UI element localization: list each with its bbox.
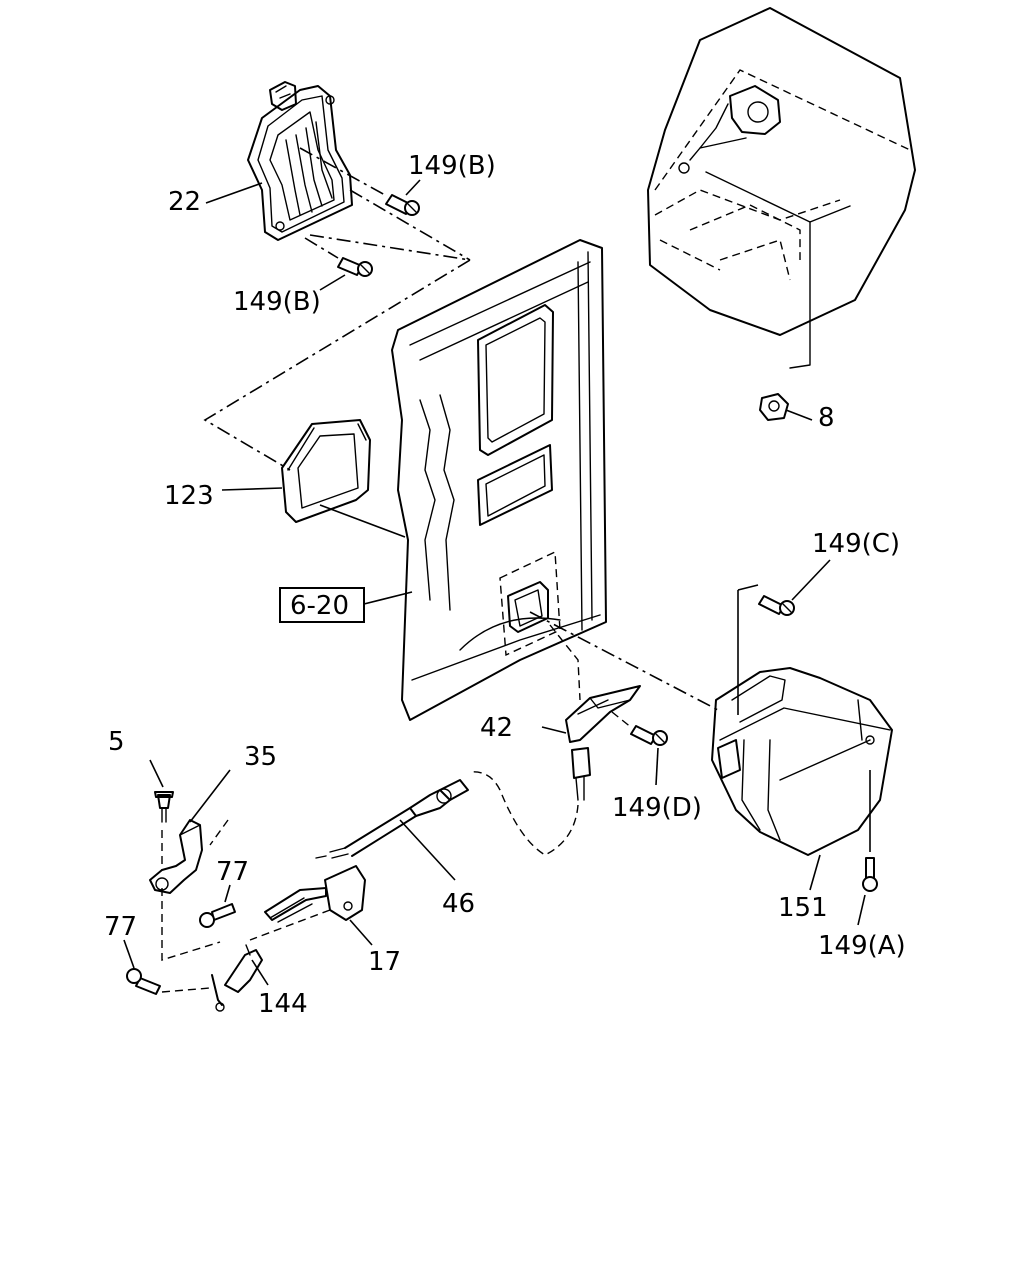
part-22-control-plate (247, 81, 353, 241)
cabin-seat-assembly (647, 7, 916, 369)
part-149d-bolt (630, 725, 668, 746)
part-149b-bolt-top (385, 194, 420, 216)
label-144: 144 (258, 989, 308, 1019)
label-149c: 149(C) (812, 529, 900, 559)
part-149a-bolt (862, 857, 878, 892)
label-149a: 149(A) (818, 931, 906, 961)
part-77-bolt-left (126, 968, 161, 995)
part-17-bracket (264, 865, 366, 923)
label-77-top: 77 (216, 857, 249, 887)
label-149d: 149(D) (612, 793, 702, 823)
label-46: 46 (442, 889, 475, 919)
part-8-grommet (759, 393, 789, 421)
label-8: 8 (818, 403, 835, 433)
label-42: 42 (480, 713, 513, 743)
cable-connector (571, 747, 591, 801)
door-panel (391, 239, 607, 721)
part-46-cable (315, 779, 469, 859)
part-77-bolt-top (199, 903, 236, 928)
label-35: 35 (244, 742, 277, 772)
label-149b-top: 149(B) (408, 151, 496, 181)
part-123-gasket (281, 419, 371, 523)
part-5-clip (154, 791, 174, 823)
label-17: 17 (368, 947, 401, 977)
label-6-20: 6-20 (290, 591, 349, 621)
part-151-cover (711, 667, 893, 856)
part-149c-bolt (758, 595, 795, 616)
part-149b-bolt-bottom (337, 257, 373, 277)
label-151: 151 (778, 893, 828, 923)
label-22: 22 (168, 187, 201, 217)
part-144-linkage (211, 944, 263, 1012)
label-77-left: 77 (104, 912, 137, 942)
label-5: 5 (108, 727, 125, 757)
part-35-lever (149, 819, 203, 894)
ref-box-6-20 (279, 587, 365, 623)
label-123: 123 (164, 481, 214, 511)
part-42-latch (565, 685, 641, 743)
label-149b-bottom: 149(B) (233, 287, 321, 317)
